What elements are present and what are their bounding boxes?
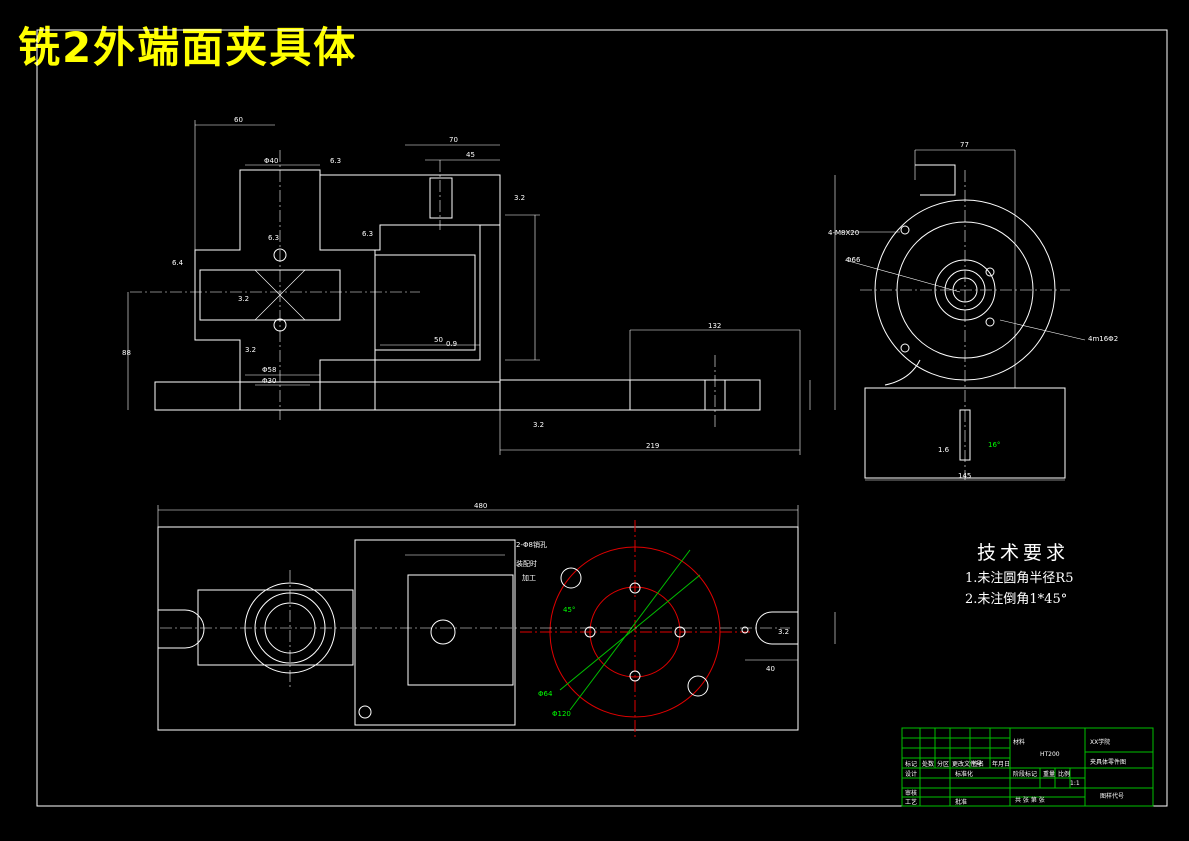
label-4-m8x20: 4-M8X20 [828, 229, 859, 237]
tb-label-standard: 标准化 [955, 770, 973, 778]
tb-label-mark: 标记 [905, 760, 917, 768]
dim-45deg: 45° [563, 606, 575, 614]
tb-label-approve: 批准 [955, 798, 967, 806]
tb-part-name: 夹具体零件图 [1090, 758, 1126, 766]
dim-ra16: 1.6 [938, 446, 950, 454]
dim-diam58: Φ58 [262, 366, 276, 374]
dim-88: 88 [122, 349, 131, 357]
tb-label-scale: 比例 [1058, 770, 1070, 778]
tb-label-date: 年月日 [992, 760, 1010, 768]
dim-145: 145 [958, 472, 971, 480]
tb-label-weight: 重量 [1043, 770, 1055, 778]
tb-label-review: 审核 [905, 789, 917, 797]
label-assembly: 装配时 [516, 559, 537, 568]
drawing-title: 铣2外端面夹具体 [18, 23, 358, 72]
tb-label-sign: 签名 [972, 760, 984, 768]
plan-view [157, 505, 836, 740]
dim-ra63-b: 6.3 [362, 230, 373, 238]
dim-diam40: Φ40 [264, 157, 278, 165]
dim-60: 60 [234, 116, 243, 124]
dim-diam66: Φ66 [846, 256, 861, 264]
dim-77: 77 [960, 141, 969, 149]
dim-ra09: 0.9 [446, 340, 457, 348]
dim-40: 40 [766, 665, 775, 673]
tb-label-change: 更改文件号 [952, 760, 982, 768]
tb-label-sheets: 共 张 第 张 [1015, 796, 1045, 804]
dim-ra64: 6.4 [172, 259, 184, 267]
dim-diam30: Φ30 [262, 377, 276, 385]
dim-45: 45 [466, 151, 475, 159]
title-block [901, 727, 1154, 807]
front-section-view [127, 120, 811, 455]
dim-ra32-b: 3.2 [533, 421, 544, 429]
dim-diam120: Φ120 [552, 710, 571, 718]
tech-req-heading: 技术要求 [977, 542, 1070, 564]
dim-ra32-d: 3.2 [514, 194, 525, 202]
label-machining: 加工 [522, 573, 536, 582]
tb-label-process: 工艺 [905, 798, 917, 806]
drawing-frame [36, 29, 1168, 807]
tb-label-material: 材料 [1013, 738, 1025, 746]
technical-requirements: 技术要求 1.未注圆角半径R5 2.未注倒角1*45° [965, 538, 1073, 607]
tb-material: HT200 [1040, 751, 1060, 758]
label-4m16: 4m16Φ2 [1088, 335, 1118, 343]
dim-ra32-e: 3.2 [778, 628, 789, 636]
tb-school: XX学院 [1090, 738, 1110, 746]
tech-req-line-1: 1.未注圆角半径R5 [965, 571, 1074, 586]
dim-16deg: 16° [988, 441, 1000, 449]
dim-ra32-a: 3.2 [238, 295, 249, 303]
tb-scale: 1:1 [1070, 780, 1080, 787]
dim-ra63-a: 6.3 [330, 157, 341, 165]
dim-480: 480 [474, 502, 487, 510]
dim-70: 70 [449, 136, 458, 144]
tb-label-stage: 阶段标记 [1013, 770, 1037, 778]
dim-diam64: Φ64 [538, 690, 553, 698]
tb-label-zone: 分区 [937, 760, 949, 768]
dim-ra63-c: 6.3 [268, 234, 279, 242]
tb-label-count: 处数 [922, 760, 934, 768]
dim-219: 219 [646, 442, 659, 450]
label-pin-holes: 2-Φ8销孔 [516, 540, 547, 549]
dim-50: 50 [434, 336, 443, 344]
dim-ra32-c: 3.2 [245, 346, 256, 354]
tb-drawing-code: 图样代号 [1100, 792, 1124, 800]
dim-132: 132 [708, 322, 721, 330]
side-view [834, 149, 1086, 481]
tb-label-design: 设计 [905, 770, 917, 778]
tech-req-line-2: 2.未注倒角1*45° [965, 592, 1068, 607]
